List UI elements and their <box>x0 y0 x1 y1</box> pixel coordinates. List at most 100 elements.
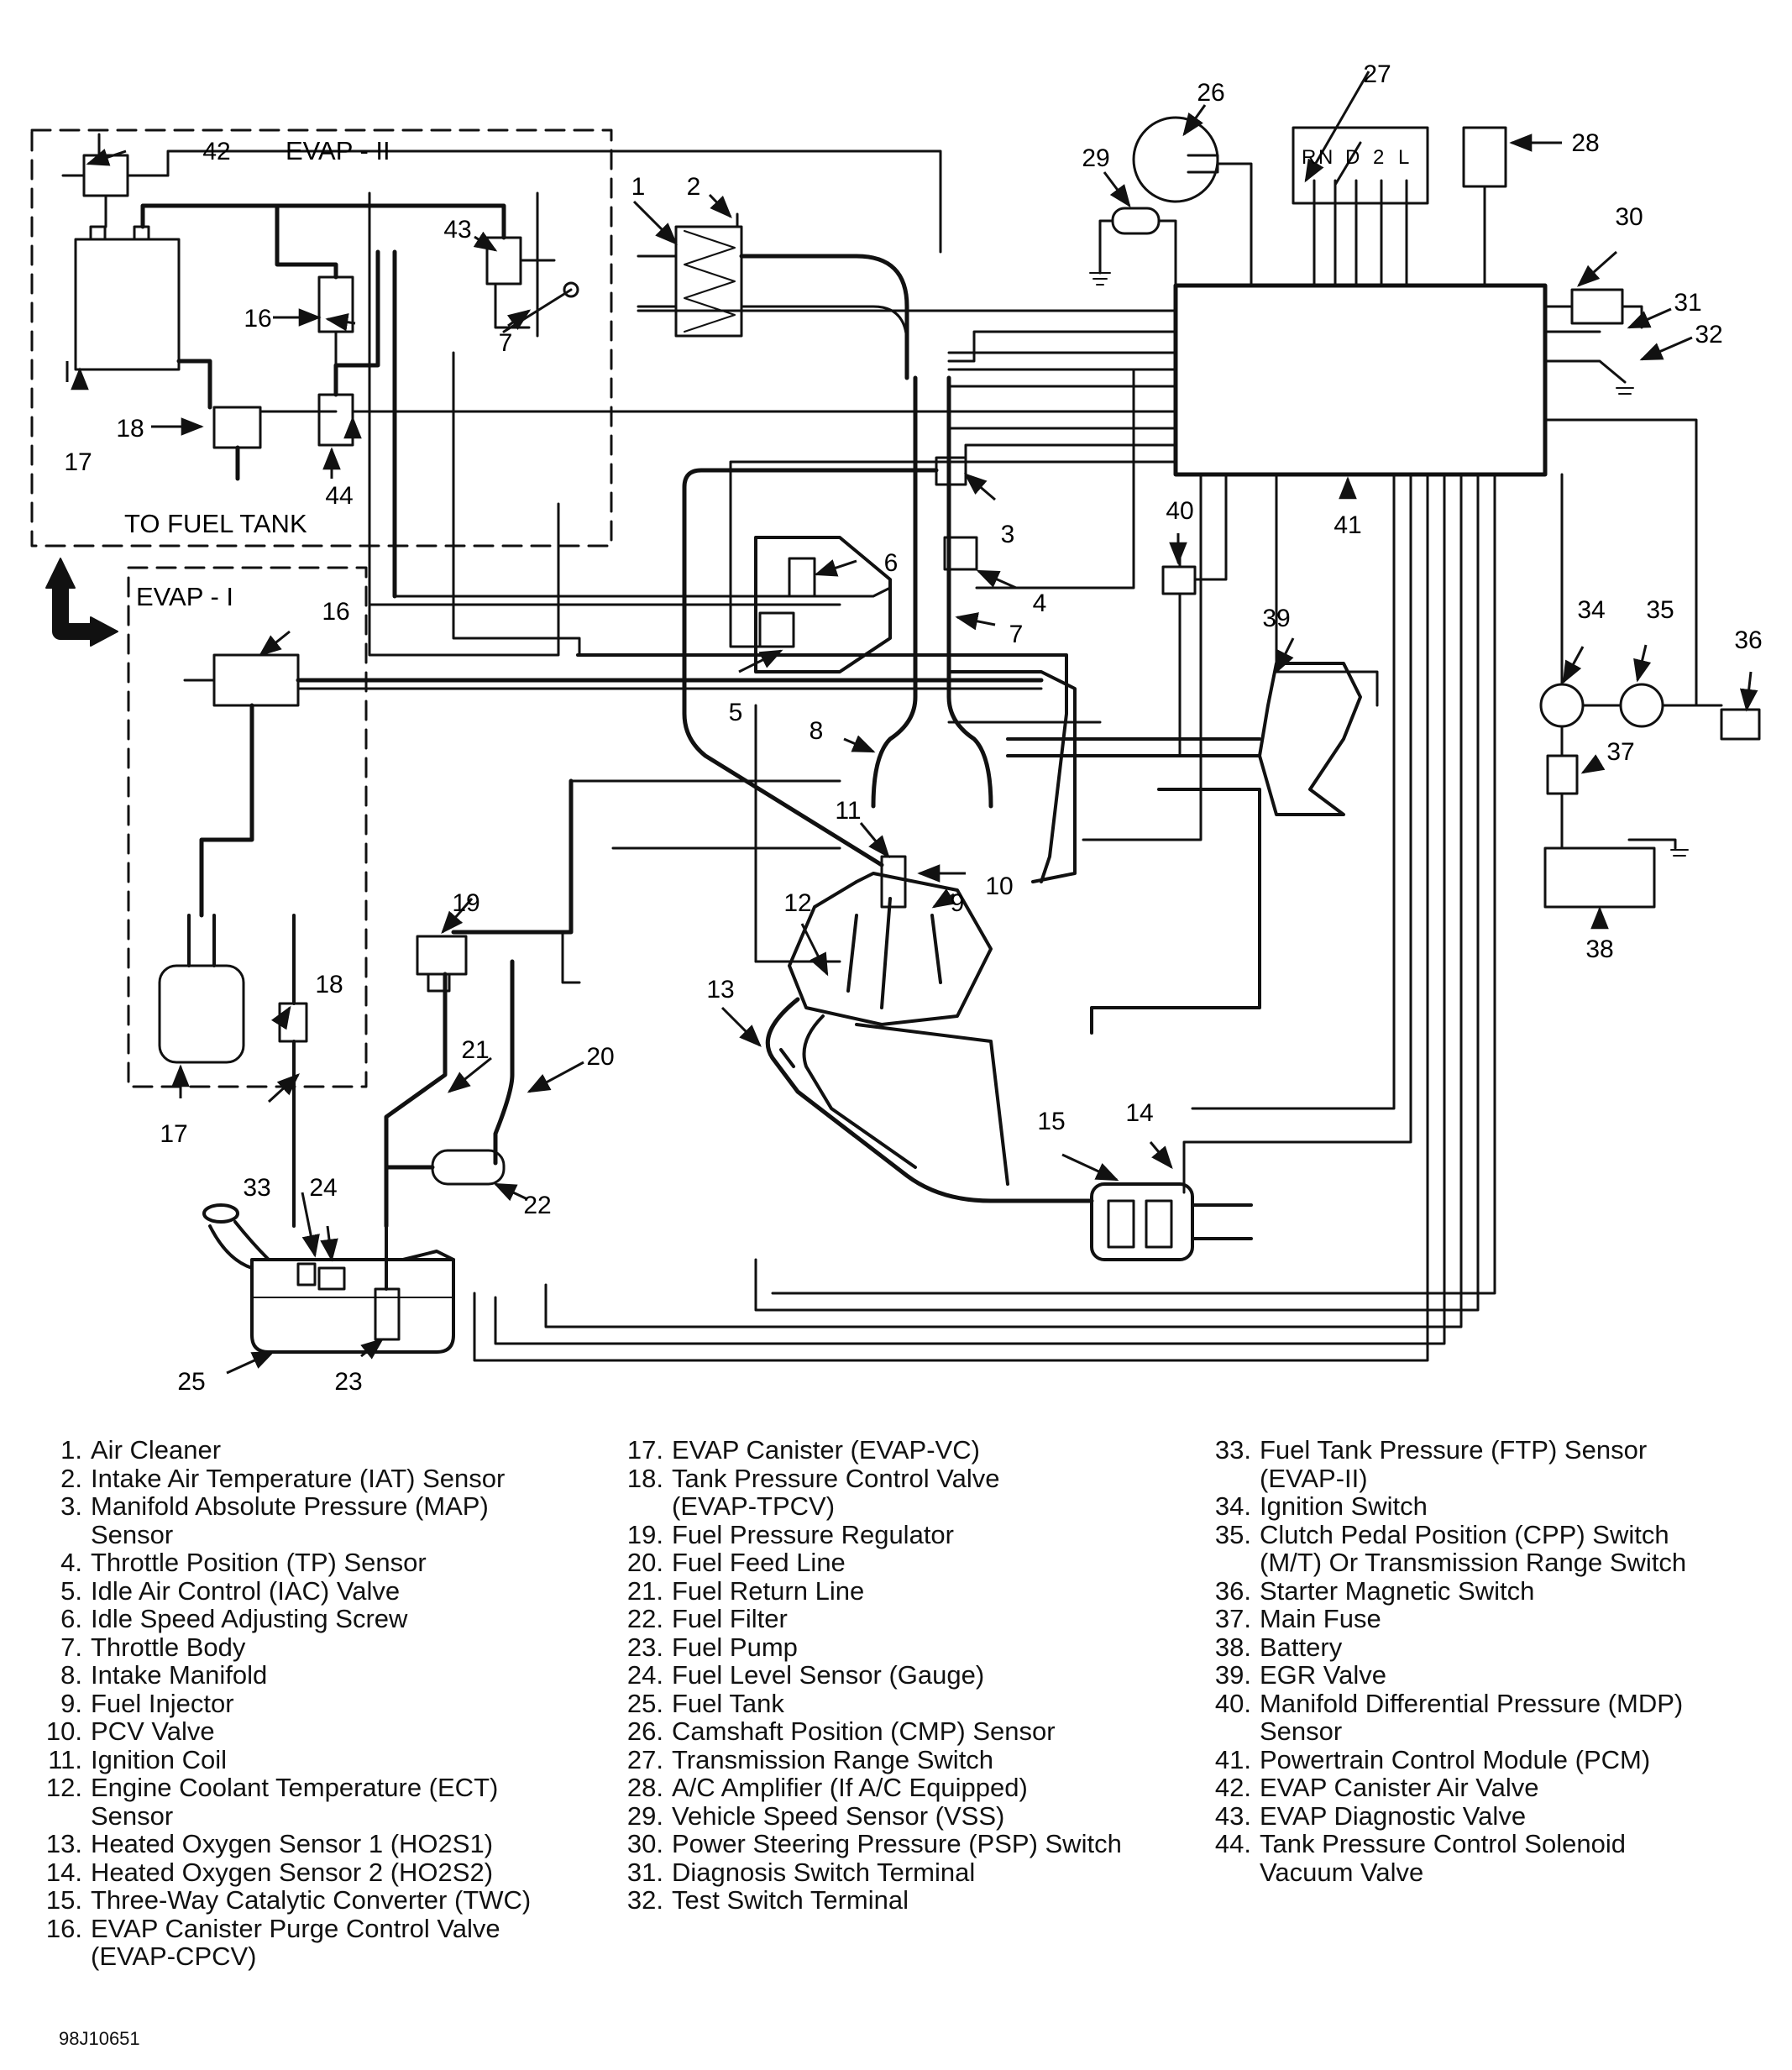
callout-18b: 18 <box>315 971 343 998</box>
pcm-box <box>1173 283 1548 477</box>
legend-item: 6.Idle Speed Adjusting Screw <box>60 1604 408 1633</box>
callout-16a: 16 <box>244 305 271 333</box>
callout-4: 4 <box>1033 590 1047 617</box>
legend-item: 13.Heated Oxygen Sensor 1 (HO2S1) <box>45 1829 494 1858</box>
callout-18a: 18 <box>116 415 144 443</box>
fuel-tank <box>250 1258 455 1354</box>
evap-ii-box <box>30 128 613 548</box>
legend-item: 25.Fuel Tank <box>626 1688 784 1718</box>
legend-item: 15.Three-Way Catalytic Converter (TWC) <box>45 1885 532 1915</box>
ftp-sensor <box>296 1262 317 1287</box>
catalytic-converter <box>1090 1182 1194 1261</box>
legend-column-1: 1.Air Cleaner 2.Intake Air Temperature (… <box>32 1436 620 1971</box>
transmission-range-switch <box>1292 126 1429 205</box>
mdp-sensor <box>1161 565 1197 595</box>
camshaft-position-sensor <box>1132 116 1219 203</box>
legend-item: 39.EGR Valve <box>1214 1660 1387 1690</box>
evap-canister-i <box>158 964 245 1064</box>
starter-magnetic-switch <box>1720 708 1761 741</box>
legend-item: 1.Air Cleaner <box>60 1435 222 1465</box>
svg-text:D: D <box>1345 146 1360 169</box>
callout-26: 26 <box>1197 79 1224 107</box>
legend-item: 43.EVAP Diagnostic Valve <box>1214 1800 1527 1831</box>
callout-21: 21 <box>461 1036 489 1064</box>
iac-valve <box>758 611 795 648</box>
legend-item: 22.Fuel Filter <box>626 1604 788 1633</box>
evap-canister-ii <box>74 238 181 371</box>
callout-11: 11 <box>835 797 861 825</box>
to-fuel-tank-label: TO FUEL TANK <box>124 509 307 538</box>
legend-item: 5.Idle Air Control (IAC) Valve <box>60 1575 401 1606</box>
callout-30: 30 <box>1615 203 1643 231</box>
svg-text:N: N <box>1318 146 1333 169</box>
evap-cpcv-i <box>212 653 300 707</box>
legend-item: 4.Throttle Position (TP) Sensor <box>60 1548 427 1577</box>
legend-item: 31.Diagnosis Switch Terminal <box>626 1857 976 1887</box>
fuel-filter <box>431 1149 506 1186</box>
legend-item: 8.Intake Manifold <box>60 1660 268 1690</box>
legend-item: 16.EVAP Canister Purge Control Valve (EV… <box>45 1913 500 1971</box>
ignition-coil <box>880 855 907 909</box>
legend-item: 28.A/C Amplifier (If A/C Equipped) <box>626 1773 1028 1802</box>
legend-item: 36.Starter Magnetic Switch <box>1214 1575 1535 1606</box>
ac-amplifier <box>1462 126 1507 188</box>
callout-22: 22 <box>523 1192 551 1219</box>
callout-40: 40 <box>1166 497 1193 525</box>
evap-i-box <box>127 566 368 1088</box>
callout-3: 3 <box>1001 521 1015 548</box>
legend-column-3: 33.Fuel Tank Pressure (FTP) Sensor (EVAP… <box>1201 1436 1780 1886</box>
tank-pressure-solenoid-valve <box>317 393 354 447</box>
callout-5: 5 <box>729 699 743 726</box>
legend-item: 9.Fuel Injector <box>60 1688 234 1718</box>
callout-1: 1 <box>631 173 646 201</box>
psp-switch <box>1570 288 1624 325</box>
callout-24: 24 <box>309 1174 337 1202</box>
callout-41: 41 <box>1334 511 1361 539</box>
callout-38: 38 <box>1585 935 1613 963</box>
legend-item: 2.Intake Air Temperature (IAT) Sensor <box>60 1463 506 1493</box>
callout-25: 25 <box>177 1368 205 1396</box>
vehicle-speed-sensor <box>1111 207 1161 235</box>
legend-column-2: 17.EVAP Canister (EVAP-VC) 18.Tank Press… <box>613 1436 1201 1915</box>
legend-item: 7.Throttle Body <box>60 1632 246 1662</box>
evap-canister-air-valve <box>82 154 129 197</box>
callout-31: 31 <box>1674 289 1701 317</box>
callout-36: 36 <box>1734 626 1762 654</box>
callout-6: 6 <box>884 549 899 577</box>
switch-position-labels: R N D 2 L <box>1302 146 1409 169</box>
callout-23: 23 <box>334 1368 362 1396</box>
callout-7a: 7 <box>499 329 513 357</box>
legend-item: 24.Fuel Level Sensor (Gauge) <box>626 1660 985 1690</box>
evap-selector-arrow <box>52 579 99 640</box>
engine-block <box>788 872 993 1026</box>
callout-20: 20 <box>586 1043 614 1071</box>
callout-13: 13 <box>706 976 734 1004</box>
callout-14: 14 <box>1125 1099 1153 1127</box>
legend-item: 14.Heated Oxygen Sensor 2 (HO2S2) <box>45 1857 494 1887</box>
legend-item: 37.Main Fuse <box>1214 1604 1381 1633</box>
svg-text:L: L <box>1398 146 1409 169</box>
battery <box>1543 846 1656 909</box>
callout-29: 29 <box>1082 144 1109 172</box>
callout-19: 19 <box>452 889 479 917</box>
tp-sensor <box>943 536 978 571</box>
legend-item: 34.Ignition Switch <box>1214 1491 1428 1521</box>
air-cleaner <box>674 225 743 338</box>
fuel-pressure-regulator <box>416 935 468 976</box>
callout-17a: 17 <box>64 448 92 476</box>
legend-item: 19.Fuel Pressure Regulator <box>626 1519 954 1549</box>
callout-15: 15 <box>1037 1108 1065 1135</box>
callout-28: 28 <box>1571 129 1599 157</box>
callout-37: 37 <box>1606 738 1634 766</box>
evap-diagnostic-valve <box>485 236 522 286</box>
legend-item: 17.EVAP Canister (EVAP-VC) <box>626 1435 980 1465</box>
legend-item: 40.Manifold Differential Pressure (MDP) … <box>1214 1688 1684 1746</box>
legend-item: 41.Powertrain Control Module (PCM) <box>1214 1744 1651 1774</box>
legend-item: 27.Transmission Range Switch <box>626 1744 994 1774</box>
legend-item: 11.Ignition Coil <box>48 1744 227 1774</box>
callout-34: 34 <box>1577 596 1605 624</box>
callout-8: 8 <box>810 717 824 745</box>
legend-item: 20.Fuel Feed Line <box>626 1548 846 1577</box>
legend-item: 3.Manifold Absolute Pressure (MAP) Senso… <box>60 1491 489 1549</box>
legend-item: 38.Battery <box>1214 1632 1343 1662</box>
